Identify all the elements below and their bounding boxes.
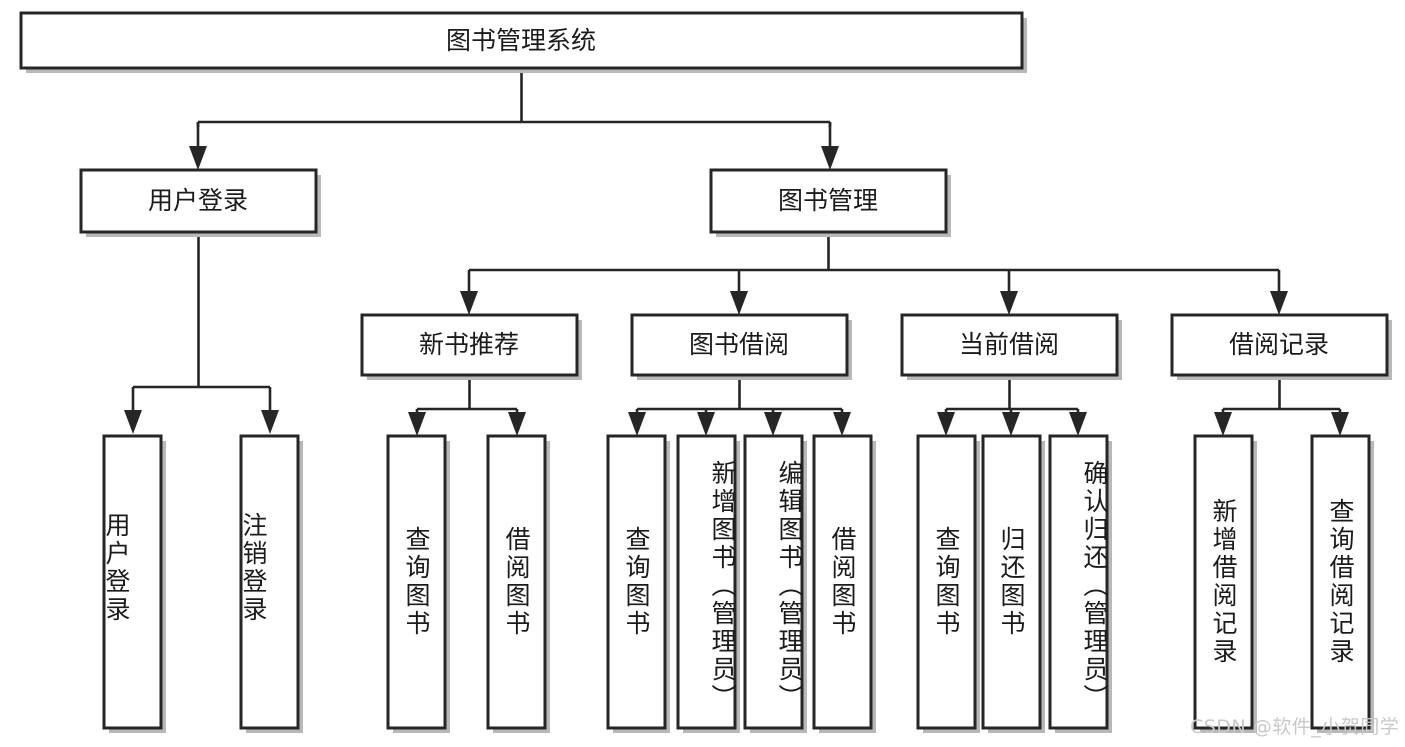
node-root-label: 图书管理系统 xyxy=(446,26,596,55)
connector-newbook-to-leaves xyxy=(408,375,526,436)
connector-userlogin-to-leaves xyxy=(124,232,279,434)
connector-borrowrecord-to-leaves xyxy=(1214,375,1349,436)
arrow-to-leaf-return-book xyxy=(1002,412,1020,436)
leaf-user-login[interactable] xyxy=(102,434,166,733)
node-book-borrow[interactable]: 图书借阅 xyxy=(630,313,852,380)
arrow-to-leaf-query-book-3 xyxy=(937,412,955,436)
leaf-add-record[interactable] xyxy=(1193,434,1257,733)
node-user-login[interactable]: 用户登录 xyxy=(79,168,321,237)
watermark: CSDN @软件_小贺同学 xyxy=(1190,716,1400,738)
leaf-query-book-1[interactable] xyxy=(386,434,450,733)
node-root[interactable]: 图书管理系统 xyxy=(19,11,1027,73)
arrow-to-book-borrow xyxy=(730,291,748,315)
arrow-to-leaf-borrow-book-2 xyxy=(833,412,851,436)
connector-bookborrow-to-leaves xyxy=(628,375,851,436)
leaf-query-record[interactable] xyxy=(1310,434,1374,733)
node-user-login-label: 用户登录 xyxy=(148,186,248,215)
arrow-to-leaf-confirm-return xyxy=(1069,412,1087,436)
arrow-to-leaf-query-record xyxy=(1331,412,1349,436)
leaf-logout[interactable] xyxy=(239,434,303,733)
arrow-to-leaf-add-record xyxy=(1214,412,1232,436)
arrow-to-new-book xyxy=(460,291,478,315)
arrow-to-current-borrow xyxy=(1000,291,1018,315)
node-borrow-record-label: 借阅记录 xyxy=(1229,330,1329,359)
leaf-borrow-book-2[interactable] xyxy=(812,434,876,733)
node-current-borrow[interactable]: 当前借阅 xyxy=(900,313,1122,380)
arrow-to-book-manage xyxy=(821,146,839,170)
leaf-query-book-2[interactable] xyxy=(606,434,670,733)
node-new-book-recommend-label: 新书推荐 xyxy=(419,330,519,359)
arrow-to-leaf-borrow-book-1 xyxy=(508,412,526,436)
leaf-edit-book[interactable] xyxy=(743,434,807,733)
arrow-to-borrow-record xyxy=(1270,291,1288,315)
connector-currentborrow-to-leaves xyxy=(937,375,1087,436)
node-book-borrow-label: 图书借阅 xyxy=(689,330,789,359)
connector-root-to-level2 xyxy=(189,68,839,170)
arrow-to-leaf-add-book xyxy=(697,412,715,436)
arrow-to-leaf-edit-book xyxy=(764,412,782,436)
node-borrow-record[interactable]: 借阅记录 xyxy=(1170,313,1392,380)
node-current-borrow-label: 当前借阅 xyxy=(959,330,1059,359)
leaf-confirm-return[interactable] xyxy=(1048,434,1112,733)
connector-bookmanage-to-level3 xyxy=(460,232,1288,315)
arrow-to-leaf-query-book-2 xyxy=(628,412,646,436)
node-book-manage[interactable]: 图书管理 xyxy=(709,168,951,237)
arrow-to-user-login xyxy=(189,146,207,170)
arrow-to-leaf-query-book-1 xyxy=(408,412,426,436)
leaf-query-book-3[interactable] xyxy=(916,434,980,733)
node-new-book-recommend[interactable]: 新书推荐 xyxy=(360,313,582,380)
arrow-to-leaf-user-login xyxy=(124,410,142,434)
leaf-return-book[interactable] xyxy=(981,434,1045,733)
node-book-manage-label: 图书管理 xyxy=(778,186,878,215)
leaf-add-book[interactable] xyxy=(676,434,740,733)
leaf-borrow-book-1[interactable] xyxy=(486,434,550,733)
arrow-to-leaf-logout xyxy=(261,410,279,434)
